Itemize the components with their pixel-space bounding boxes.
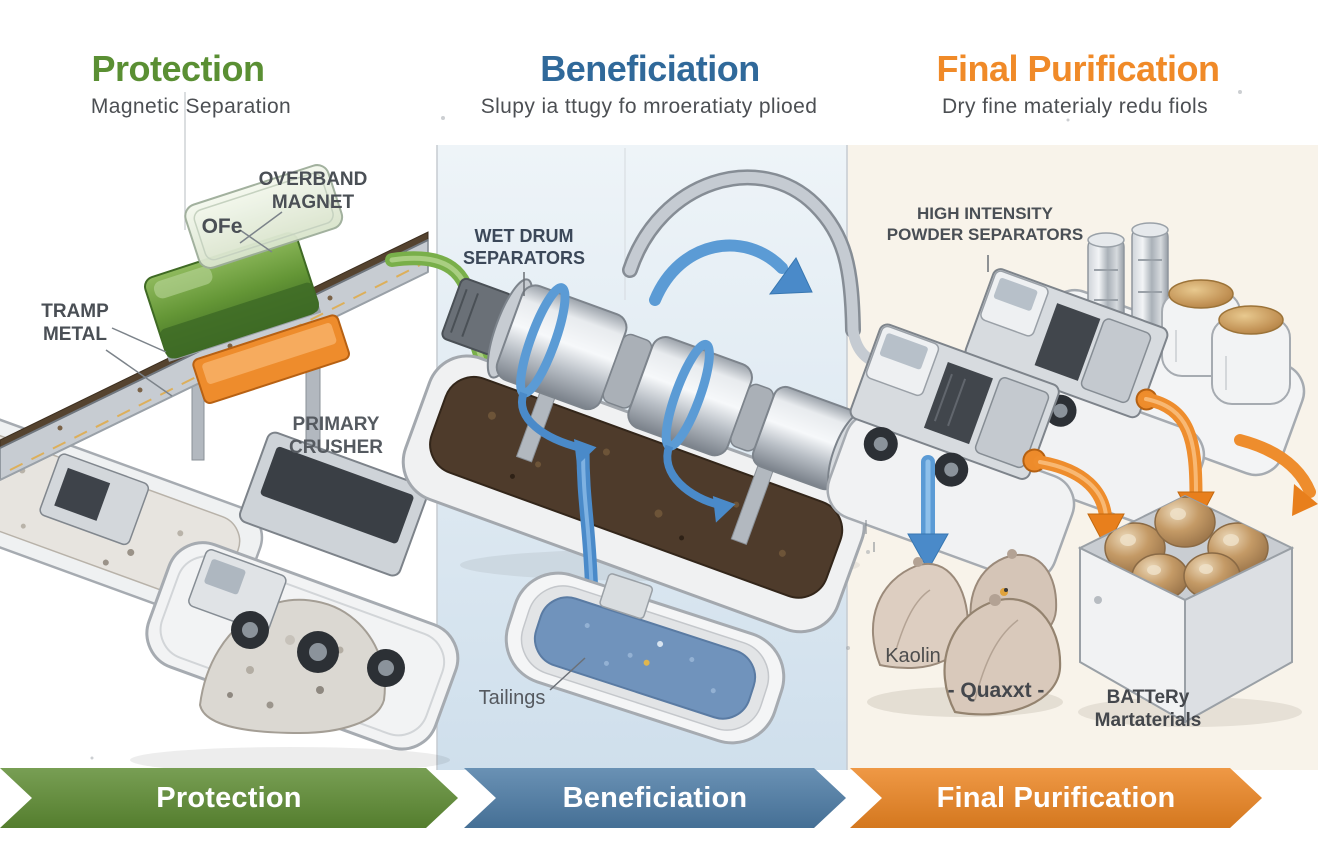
label-kaolin: Kaolin xyxy=(885,645,941,667)
label-wet-drum-separators: WET DRUM SEPARATORS xyxy=(462,226,586,268)
stage-title-final-purification: Final Purification xyxy=(936,48,1220,89)
overband-magnet-illustration xyxy=(144,164,350,405)
tailings-pond-illustration xyxy=(504,571,786,745)
powder-separator-front xyxy=(849,323,1060,487)
dust-specks xyxy=(90,90,1242,760)
battery-materials-box xyxy=(1077,494,1302,727)
stage-subtitle-beneficiation: Slupy ia ttugy fo mroeratiaty plioed xyxy=(480,95,818,118)
banner-step-protection-label: Protection xyxy=(156,781,302,814)
label-tailings: Tailings xyxy=(478,687,546,709)
material-jars-illustration xyxy=(1161,279,1291,405)
banner-step-protection: Protection xyxy=(0,768,458,828)
orange-flow-arrows xyxy=(1033,392,1318,550)
label-quartz: - Quaxxt - xyxy=(947,679,1045,702)
label-battery-materials: BATTeRy Martaterials xyxy=(1094,687,1202,732)
wet-drum-separators-illustration xyxy=(441,277,872,545)
label-ore: OFe xyxy=(201,215,243,238)
primary-crusher-truck xyxy=(188,431,429,687)
banner-step-final-purification-label: Final Purification xyxy=(936,781,1176,814)
final-purification-illustration xyxy=(826,222,1318,727)
label-primary-crusher: PRIMARY CRUSHER xyxy=(289,414,383,459)
beneficiation-illustration xyxy=(401,169,914,745)
banner-step-beneficiation: Beneficiation xyxy=(464,768,846,828)
process-banner: Protection Beneficiation Final Purificat… xyxy=(0,768,1318,828)
banner-step-final-purification: Final Purification xyxy=(850,768,1262,828)
banner-step-beneficiation-label: Beneficiation xyxy=(562,781,748,814)
stage-title-beneficiation: Beneficiation xyxy=(540,48,760,89)
protection-illustration xyxy=(0,164,495,773)
mineral-bags-illustration xyxy=(867,549,1063,717)
stage-subtitle-final-purification: Dry fine materialy redu fiols xyxy=(941,95,1209,118)
stage-title-protection: Protection xyxy=(91,48,265,89)
label-overband-magnet: OVERBAND MAGNET xyxy=(258,169,368,214)
stage-subtitle-protection: Magnetic Separation xyxy=(90,95,292,118)
label-high-intensity-powder-separators: HIGH INTENSITY POWDER SEPARATORS xyxy=(886,204,1084,244)
label-tramp-metal: TRAMP METAL xyxy=(41,301,109,346)
